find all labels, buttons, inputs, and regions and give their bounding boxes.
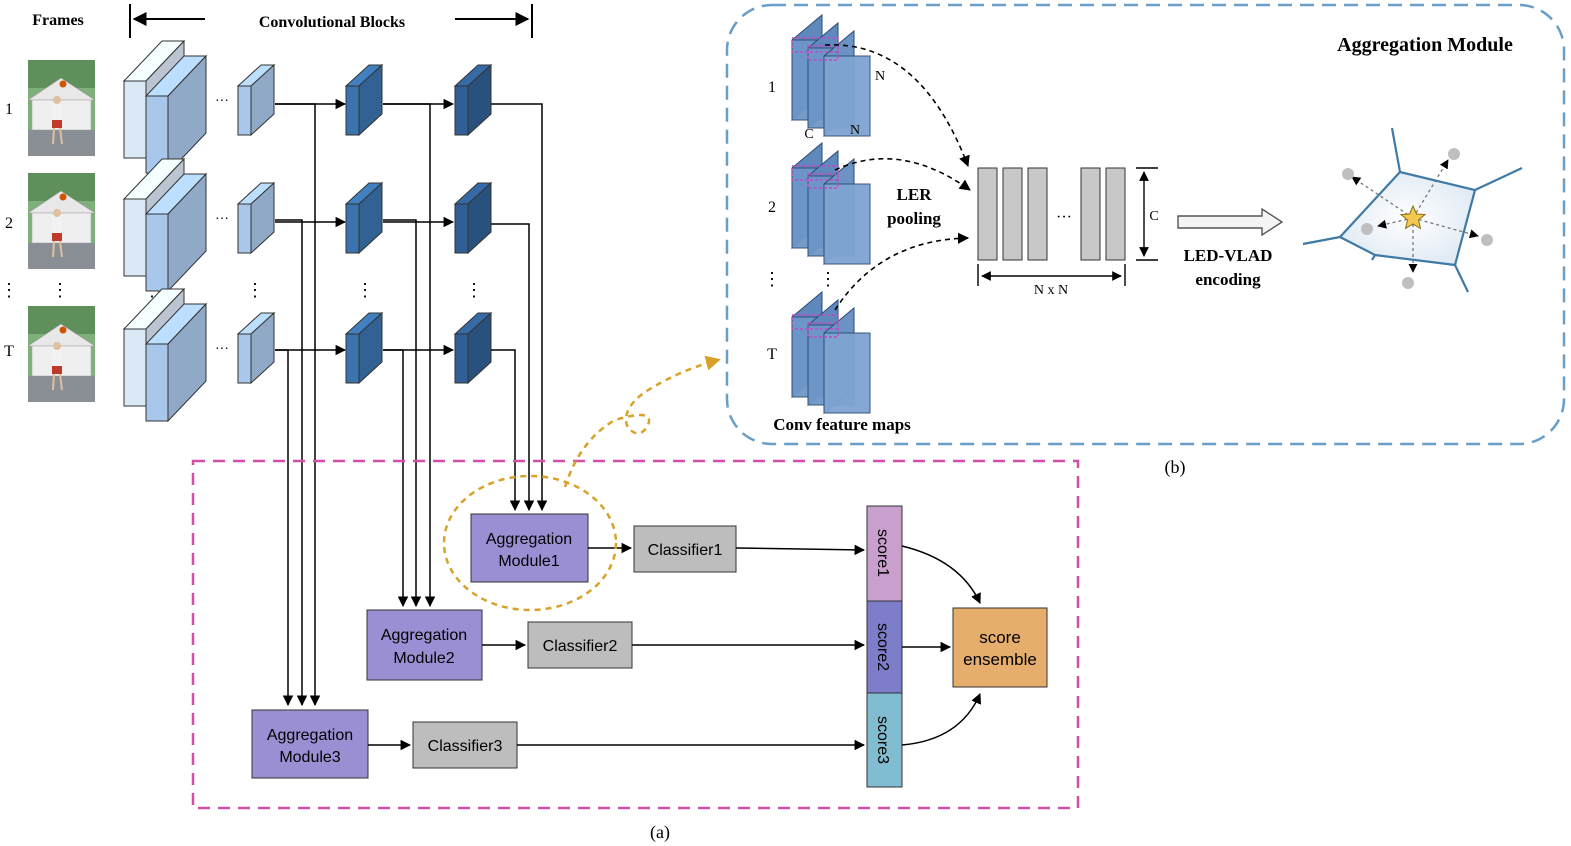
dim-c-label-map: C <box>804 127 813 142</box>
pooled-vectors: ··· <box>977 167 1126 261</box>
conv-row: ··· <box>122 157 493 293</box>
classifier-3: Classifier3 <box>412 721 518 769</box>
ensemble-arrows <box>901 545 982 746</box>
score-1-cell <box>866 505 903 602</box>
aggregation-module-1: Aggregation Module1 <box>470 513 589 583</box>
frame-label: 1 <box>5 101 13 118</box>
aggregation-module-2-line2: Module2 <box>393 650 454 667</box>
conv-row: ··· <box>122 287 493 423</box>
dim-n-label-bottom: N <box>850 123 860 138</box>
frame-thumbnail <box>27 60 97 156</box>
part-b-boundary <box>725 3 1566 446</box>
conv-blocks-span-arrow <box>129 4 533 38</box>
conv-block-1b <box>144 54 208 175</box>
score-ensemble-line1: score <box>979 628 1021 647</box>
map-label-2: 2 <box>768 199 776 216</box>
feature-connections <box>275 98 548 707</box>
feature-map-stacks <box>791 13 871 415</box>
classifier-2: Classifier2 <box>527 621 633 669</box>
classifier-arrows <box>368 542 866 751</box>
map-label-ellipsis: ⋮ <box>763 269 781 289</box>
row-ellipsis: ⋮ <box>0 280 18 300</box>
score-3-cell <box>866 692 903 788</box>
row-ellipsis: ⋮ <box>356 280 374 300</box>
block-ellipsis: ··· <box>215 94 229 109</box>
dim-c-label-vector: C <box>1149 209 1158 224</box>
caption-a: (a) <box>650 822 670 843</box>
feature-map-stack <box>791 141 871 266</box>
ler-pooling-arrows <box>824 44 971 311</box>
feature-map-stack <box>791 290 871 415</box>
map-stack-ellipsis: ⋮ <box>819 269 837 289</box>
conv-block-stage1 <box>236 181 276 255</box>
conv-block-stage1 <box>236 63 276 137</box>
aggregation-module-1-line2: Module1 <box>498 553 559 570</box>
score-column: score1 score2 score3 <box>866 505 903 788</box>
conv-block-stage1 <box>236 311 276 385</box>
frames-header: Frames <box>32 12 84 29</box>
frame-thumbnail <box>27 306 97 402</box>
star-icon <box>1399 204 1427 230</box>
aggregation-module-3-line1: Aggregation <box>267 727 353 744</box>
conv-blocks-header: Convolutional Blocks <box>259 14 405 31</box>
frame-label: 2 <box>5 215 13 232</box>
aggregation-module-2: Aggregation Module2 <box>366 609 483 681</box>
ler-pooling-line2: pooling <box>887 209 941 228</box>
conv-block-stage2 <box>344 311 384 385</box>
vector-dimension-c <box>1136 167 1158 261</box>
aggregation-module-title: Aggregation Module <box>1337 34 1513 56</box>
nxn-label: N x N <box>1034 283 1068 298</box>
conv-block-rows: ··· ··· ··· <box>122 39 493 423</box>
conv-block-stage3 <box>453 181 493 255</box>
score-ensemble-line2: ensemble <box>963 650 1037 669</box>
map-label-1: 1 <box>768 79 776 96</box>
frame-label: T <box>4 343 14 360</box>
aggregation-module-2-line1: Aggregation <box>381 627 467 644</box>
dim-n-label-right: N <box>875 69 885 84</box>
score-3-label: score3 <box>874 716 891 764</box>
conv-block-stage2 <box>344 181 384 255</box>
led-vlad-line1: LED-VLAD <box>1184 246 1273 265</box>
conv-block-1b <box>144 172 208 293</box>
frames-column: 12T⋮⋮⋮⋮⋮⋮ <box>0 60 483 402</box>
conv-block-1b <box>144 302 208 423</box>
conv-block-stage3 <box>453 311 493 385</box>
classifier-1: Classifier1 <box>633 525 737 573</box>
block-ellipsis: ··· <box>215 212 229 227</box>
feature-map-stack <box>791 13 871 138</box>
conv-block-stage2 <box>344 63 384 137</box>
classifier-1-label: Classifier1 <box>648 542 723 559</box>
led-vlad-arrow <box>1177 207 1284 237</box>
block-ellipsis: ··· <box>215 342 229 357</box>
classifier-3-label: Classifier3 <box>428 738 503 755</box>
row-ellipsis: ⋮ <box>465 280 483 300</box>
aggregation-module-3: Aggregation Module3 <box>251 709 369 779</box>
score-2-label: score2 <box>874 623 891 671</box>
caption-b: (b) <box>1165 457 1186 478</box>
frame-thumbnail <box>27 173 97 269</box>
conv-block-stage3 <box>453 63 493 137</box>
map-label-t: T <box>767 346 777 363</box>
aggregation-module-1-line1: Aggregation <box>486 531 572 548</box>
conv-row: ··· <box>122 39 493 175</box>
led-vlad-line2: encoding <box>1195 270 1261 289</box>
score-1-label: score1 <box>874 529 891 577</box>
vector-ellipsis: ··· <box>1056 209 1072 226</box>
aggregation-module-3-line2: Module3 <box>279 749 340 766</box>
zoom-indicator <box>442 355 721 612</box>
conv-feature-maps-label: Conv feature maps <box>773 415 911 434</box>
score-ensemble: score ensemble <box>952 607 1048 688</box>
row-ellipsis: ⋮ <box>246 280 264 300</box>
part-a-boundary <box>191 459 1080 810</box>
classifier-2-label: Classifier2 <box>543 638 618 655</box>
vlad-cell-illustration <box>1302 127 1523 293</box>
row-ellipsis: ⋮ <box>51 280 69 300</box>
ler-pooling-line1: LER <box>897 185 933 204</box>
vector-dimension-nxn <box>977 264 1126 286</box>
